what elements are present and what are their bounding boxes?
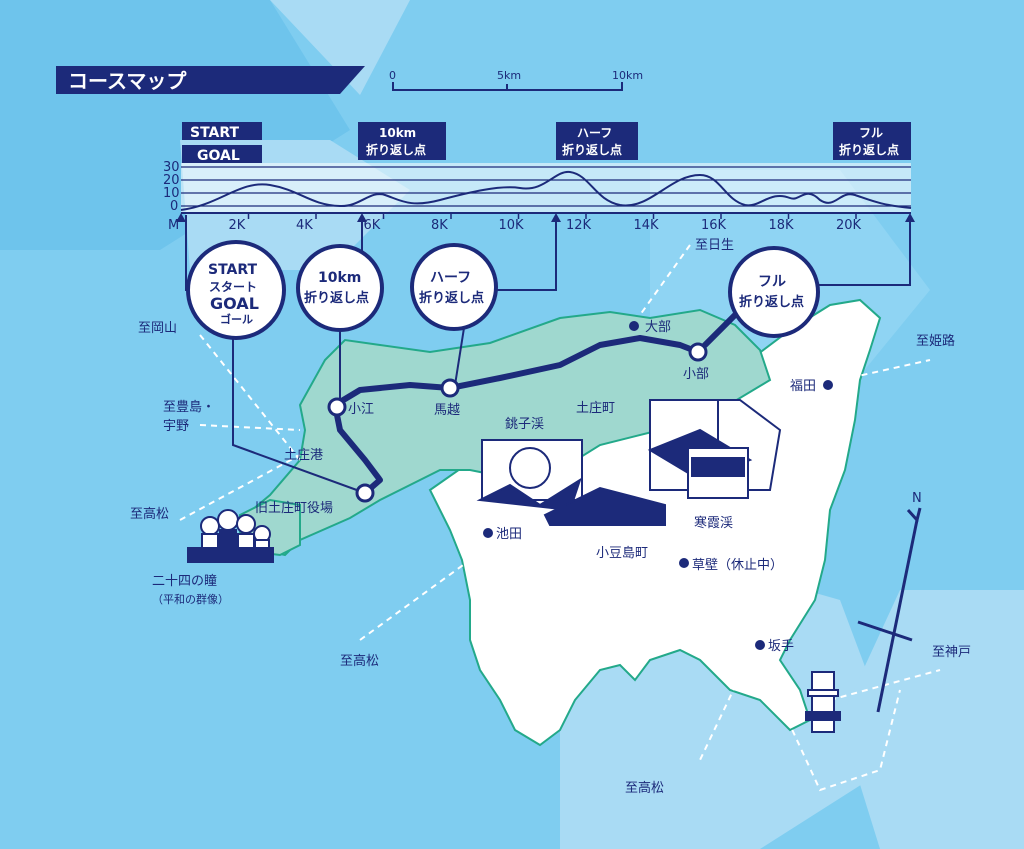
place-old-office: 旧土庄町役場 [255, 500, 333, 516]
dir-toyoshima-2: 宇野 [163, 419, 189, 434]
place-fukuda: 福田 [790, 379, 816, 394]
profile-half-a: ハーフ [577, 126, 612, 140]
place-dots [483, 321, 833, 650]
place-koe: 小江 [348, 402, 374, 417]
place-shodoshima-town: 小豆島町 [596, 546, 648, 561]
compass [857, 507, 922, 713]
profile-headers [182, 122, 911, 163]
dir-kobe-city: 至神戸 [932, 645, 971, 660]
place-obe: 大部 [645, 320, 671, 335]
x-ticks: 2K 4K 6K 8K 10K 12K 14K 16K 18K 20K [229, 213, 862, 233]
place-hitomi-2: （平和の群像） [152, 592, 229, 606]
course-route [332, 302, 748, 496]
x-tick-label: 12K [566, 218, 592, 233]
circle-start-2: スタート [209, 280, 257, 294]
place-kusakabe: 草壁（休止中） [692, 558, 783, 573]
profile-full-a: フル [859, 126, 883, 140]
circle-start-1: START [208, 262, 258, 278]
page-title: コースマップ [68, 69, 187, 93]
profile-full-b: 折り返し点 [839, 142, 899, 157]
circle-full-1: フル [758, 274, 786, 290]
place-ikeda: 池田 [496, 527, 522, 542]
circle-full-2: 折り返し点 [739, 294, 804, 310]
ferry-routes [179, 244, 941, 792]
place-kobe: 小部 [683, 367, 709, 382]
course-points [327, 342, 708, 503]
distance-scale [392, 82, 623, 91]
hitomi-statues [187, 509, 274, 563]
place-tonosho-port: 土庄港 [284, 447, 323, 463]
y-tick-20: 20 [163, 173, 180, 188]
kankakei-illustration [543, 399, 782, 526]
circle-half-2: 折り返し点 [419, 290, 484, 306]
dir-toyoshima-1: 至豊島・ [163, 400, 215, 415]
x-tick-label: 6K [364, 218, 381, 233]
place-umakoshi: 馬越 [434, 403, 460, 418]
dir-takamatsu-3: 至高松 [625, 780, 664, 796]
title-banner: コースマップ [56, 66, 365, 94]
place-kankakei: 寒霞渓 [694, 515, 733, 531]
y-tick-0: 0 [170, 199, 178, 214]
dir-okayama: 至岡山 [138, 321, 177, 336]
x-tick-label: 2K [229, 218, 246, 233]
profile-10km-a: 10km [379, 126, 416, 140]
choshikei-illustration [476, 439, 583, 512]
dir-hinase: 至日生 [695, 238, 734, 253]
profile-start-label: START [190, 125, 240, 141]
circle-start-3: GOAL [210, 294, 259, 313]
place-sakate: 坂手 [768, 639, 794, 654]
profile-arrows [176, 213, 915, 222]
x-tick-label: 20K [836, 218, 862, 233]
circle-start-4: ゴール [220, 312, 253, 326]
x-start: M [168, 218, 179, 233]
place-hitomi-1: 二十四の瞳 [152, 574, 217, 589]
marker-circles [186, 240, 820, 340]
profile-10km-b: 折り返し点 [366, 142, 426, 157]
y-tick-30: 30 [163, 160, 180, 175]
lighthouse-illustration [805, 671, 841, 733]
dir-takamatsu-2: 至高松 [340, 653, 379, 669]
scale-zero: 0 [389, 69, 396, 82]
x-tick-label: 18K [769, 218, 795, 233]
scale-max: 10km [612, 69, 643, 82]
profile-goal-label: GOAL [197, 148, 240, 164]
x-tick-label: 4K [296, 218, 313, 233]
x-tick-label: 16K [701, 218, 727, 233]
place-tonosho-town: 土庄町 [576, 400, 615, 416]
elevation-profile [180, 163, 912, 214]
x-tick-label: 14K [634, 218, 660, 233]
compass-north-label: N [912, 491, 922, 506]
circle-half-1: ハーフ [430, 270, 471, 286]
place-choshikei: 銚子渓 [505, 417, 544, 432]
profile-half-b: 折り返し点 [562, 142, 622, 157]
elevation-line [180, 170, 912, 211]
y-tick-10: 10 [163, 186, 180, 201]
x-tick-label: 8K [431, 218, 448, 233]
circle-10km-2: 折り返し点 [304, 290, 369, 306]
x-tick-label: 10K [499, 218, 525, 233]
circle-10km-1: 10km [318, 270, 361, 286]
dir-himeji: 至姫路 [916, 333, 955, 349]
dir-takamatsu-1: 至高松 [130, 506, 169, 522]
scale-mid: 5km [497, 69, 521, 82]
